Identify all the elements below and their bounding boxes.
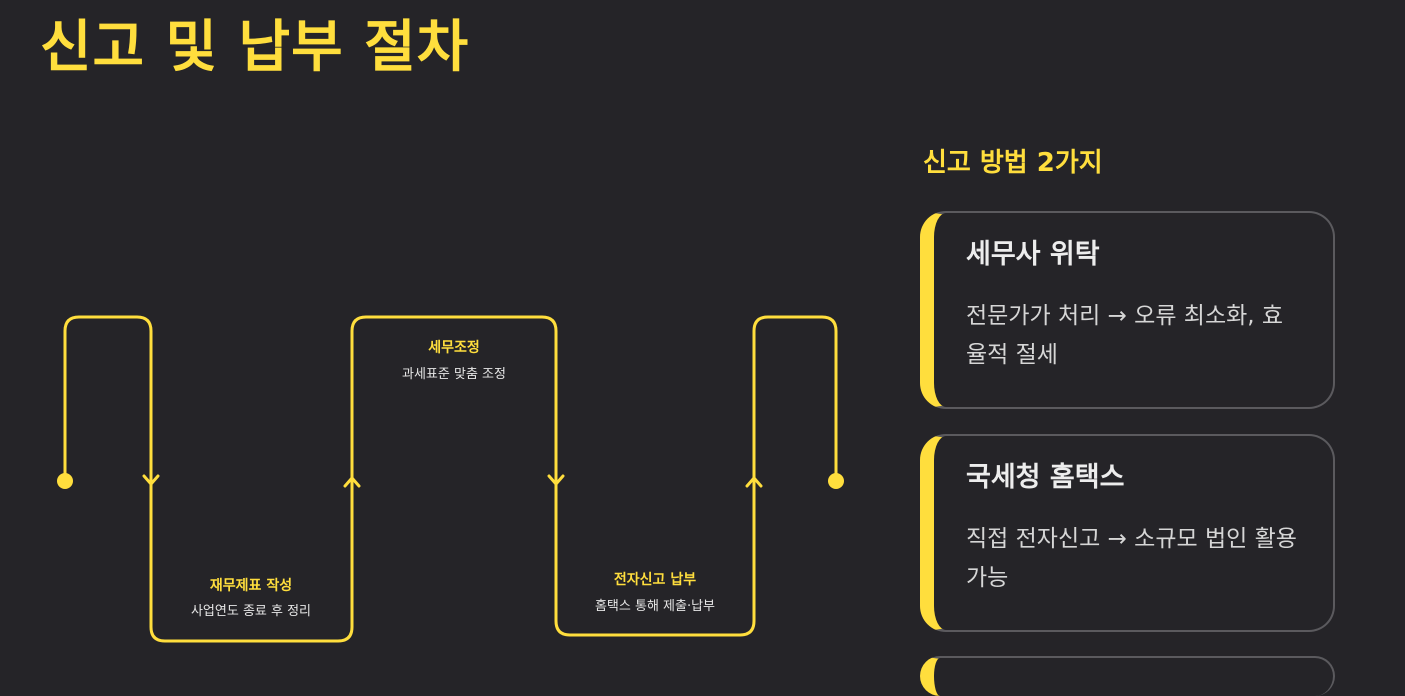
method-card-title: 세무사 위탁	[966, 239, 1100, 270]
step-1-title: 재무제표 작성	[210, 577, 292, 594]
step-1-desc: 사업연도 종료 후 정리	[191, 604, 311, 619]
flow-start-dot	[57, 473, 73, 489]
method-card-tax-accountant: 세무사 위탁 전문가가 처리 → 오류 최소화, 효율적 절세	[920, 211, 1335, 409]
process-flow-diagram: 재무제표 작성 사업연도 종료 후 정리 세무조정 과세표준 맞춤 조정 전자신…	[57, 315, 844, 643]
step-3-title: 전자신고 납부	[614, 571, 696, 588]
arrow-down-icon	[142, 474, 160, 486]
arrow-up-icon	[343, 476, 361, 488]
arrow-up-icon	[745, 476, 763, 488]
arrow-down-icon	[547, 474, 565, 486]
flow-end-dot	[828, 473, 844, 489]
method-card-title: 국세청 홈택스	[966, 462, 1125, 493]
method-card-desc: 전문가가 처리 → 오류 최소화, 효율적 절세	[966, 303, 1284, 368]
method-card-desc: 직접 전자신고 → 소규모 법인 활용 가능	[966, 526, 1297, 591]
page-title: 신고 및 납부 절차	[40, 15, 470, 80]
method-card-hometax: 국세청 홈택스 직접 전자신고 → 소규모 법인 활용 가능	[920, 434, 1335, 632]
methods-heading: 신고 방법 2가지	[923, 148, 1103, 178]
step-2-desc: 과세표준 맞춤 조정	[402, 367, 506, 382]
step-3-desc: 홈택스 통해 제출·납부	[595, 599, 715, 614]
step-2-title: 세무조정	[428, 339, 480, 356]
flow-path	[63, 315, 838, 643]
method-card-partial	[920, 656, 1335, 696]
